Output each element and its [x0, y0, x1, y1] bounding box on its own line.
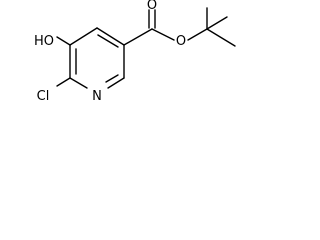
atom-label-ring-n: N [92, 89, 102, 104]
atom-label-ether-o: O [176, 34, 186, 49]
atom-label-carbonyl-o: O [147, 0, 157, 13]
atom-labels: O O HO N Cl [34, 0, 186, 104]
bond-c4-c3 [96, 27, 125, 46]
bond-c6-cl [56, 77, 71, 87]
bond-c2-n-inner [105, 74, 119, 83]
atom-label-hydroxyl: HO [34, 34, 54, 49]
atom-label-chloro: Cl [37, 89, 50, 104]
bond-ether-o-tbutyl [187, 28, 208, 41]
bond-c2-n [107, 77, 125, 89]
bond-c4-c3-inner [97, 34, 119, 48]
bond-tbutyl-methyl-right [206, 28, 236, 47]
structure-drawing: O O HO N Cl [34, 0, 236, 104]
bond-tbutyl-methyl-left [206, 16, 228, 30]
bond-carbonyl-ether-o [151, 28, 175, 41]
bond-lines [56, 7, 236, 89]
bond-n-c6 [69, 77, 88, 89]
bond-c5-c4 [69, 27, 98, 46]
bond-c5-oh [56, 36, 71, 46]
bond-ring-carbonyl [123, 28, 153, 46]
